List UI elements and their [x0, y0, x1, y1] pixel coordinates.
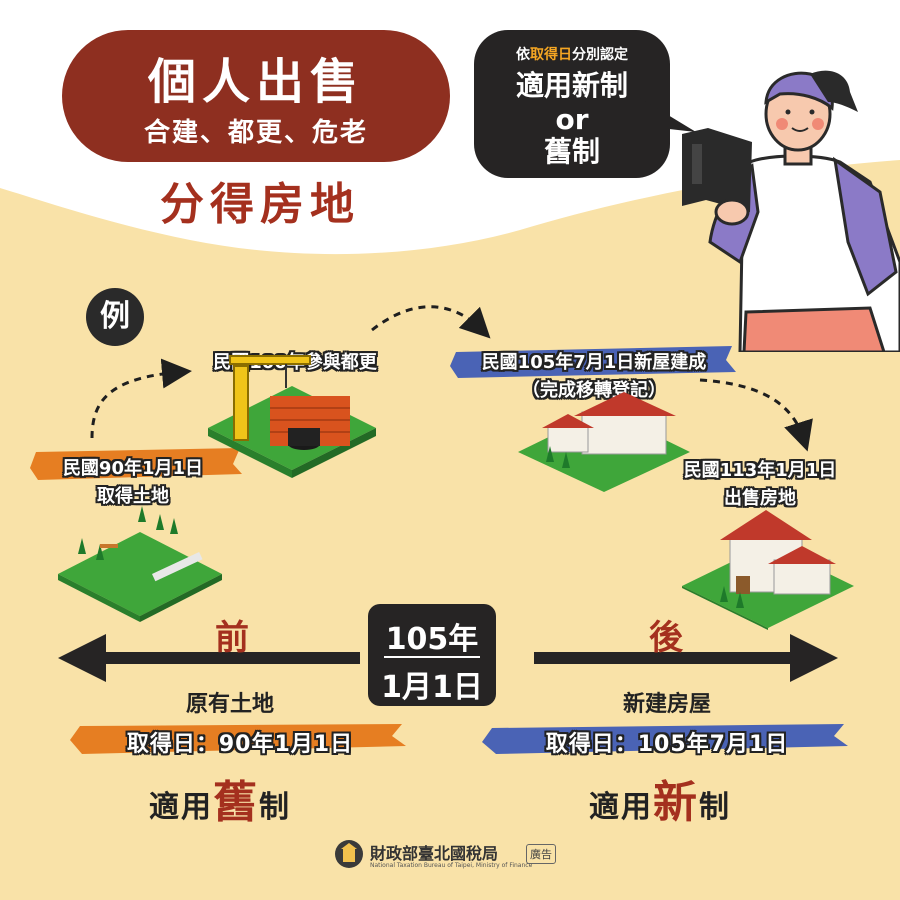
title-pill: 個人出售 合建、都更、危老 [62, 30, 450, 162]
after-item: 新建房屋 [622, 692, 711, 717]
bubble-tail [640, 98, 696, 132]
before-ribbon [70, 724, 406, 754]
after-ribbon [482, 724, 848, 754]
step3-ribbon [450, 346, 736, 378]
after-label: 後 [649, 618, 683, 658]
bubble-line-3: 舊制 [543, 135, 600, 168]
timeline-date-day: 1月1日 [381, 670, 483, 705]
bubble-line-1: 適用新制 [515, 69, 628, 102]
bubble-note: 依取得日分別認定 [516, 47, 628, 63]
step4-label-line1: 民國113年1月1日 [683, 460, 837, 481]
bubble-line-2: or [555, 103, 589, 136]
before-label: 前 [215, 618, 249, 658]
timeline-date-box: 105年 1月1日 [368, 604, 496, 706]
before-rule-emphasis: 舊 [213, 777, 259, 828]
after-rule-emphasis: 新 [653, 777, 699, 828]
agency-name-english: National Taxation Bureau of Taipei, Mini… [370, 862, 533, 869]
speech-bubble: 依取得日分別認定 適用新制 or 舊制 [474, 30, 670, 178]
title-subtitle: 合建、都更、危老 [143, 118, 368, 148]
sold-house-illustration [682, 510, 854, 630]
agency-logo-icon [335, 840, 363, 868]
step1-label-line1: 民國90年1月1日 [62, 458, 204, 479]
step1-label-line2: 取得土地 [97, 486, 169, 507]
title-split: 分得房地 [160, 179, 360, 230]
title-main: 個人出售 [147, 54, 364, 110]
advertisement-tag: 廣告 [526, 844, 556, 864]
before-item: 原有土地 [185, 692, 274, 717]
agency-name: 財政部臺北國稅局 [370, 844, 499, 863]
timeline-date-year: 105年 [385, 622, 479, 657]
step1-ribbon [30, 448, 242, 480]
timeline-date-divider [384, 656, 480, 658]
bubble-note-highlight: 取得日 [530, 47, 572, 63]
person-reading-illustration [682, 70, 900, 352]
example-badge: 例 [86, 288, 144, 346]
after-rule: 適用新制 [589, 777, 731, 828]
timeline-arrow [58, 634, 838, 682]
land-plot-illustration [58, 506, 222, 622]
step3-label-line1: 民國105年7月1日新屋建成 [481, 352, 707, 373]
construction-site-illustration [208, 355, 376, 478]
before-rule: 適用舊制 [149, 777, 291, 828]
after-acquire-date: 取得日：105年7月1日 [545, 732, 789, 757]
before-acquire-date: 取得日：90年1月1日 [126, 732, 354, 757]
new-house-illustration [518, 392, 690, 492]
step4-label-line2: 出售房地 [724, 488, 796, 509]
